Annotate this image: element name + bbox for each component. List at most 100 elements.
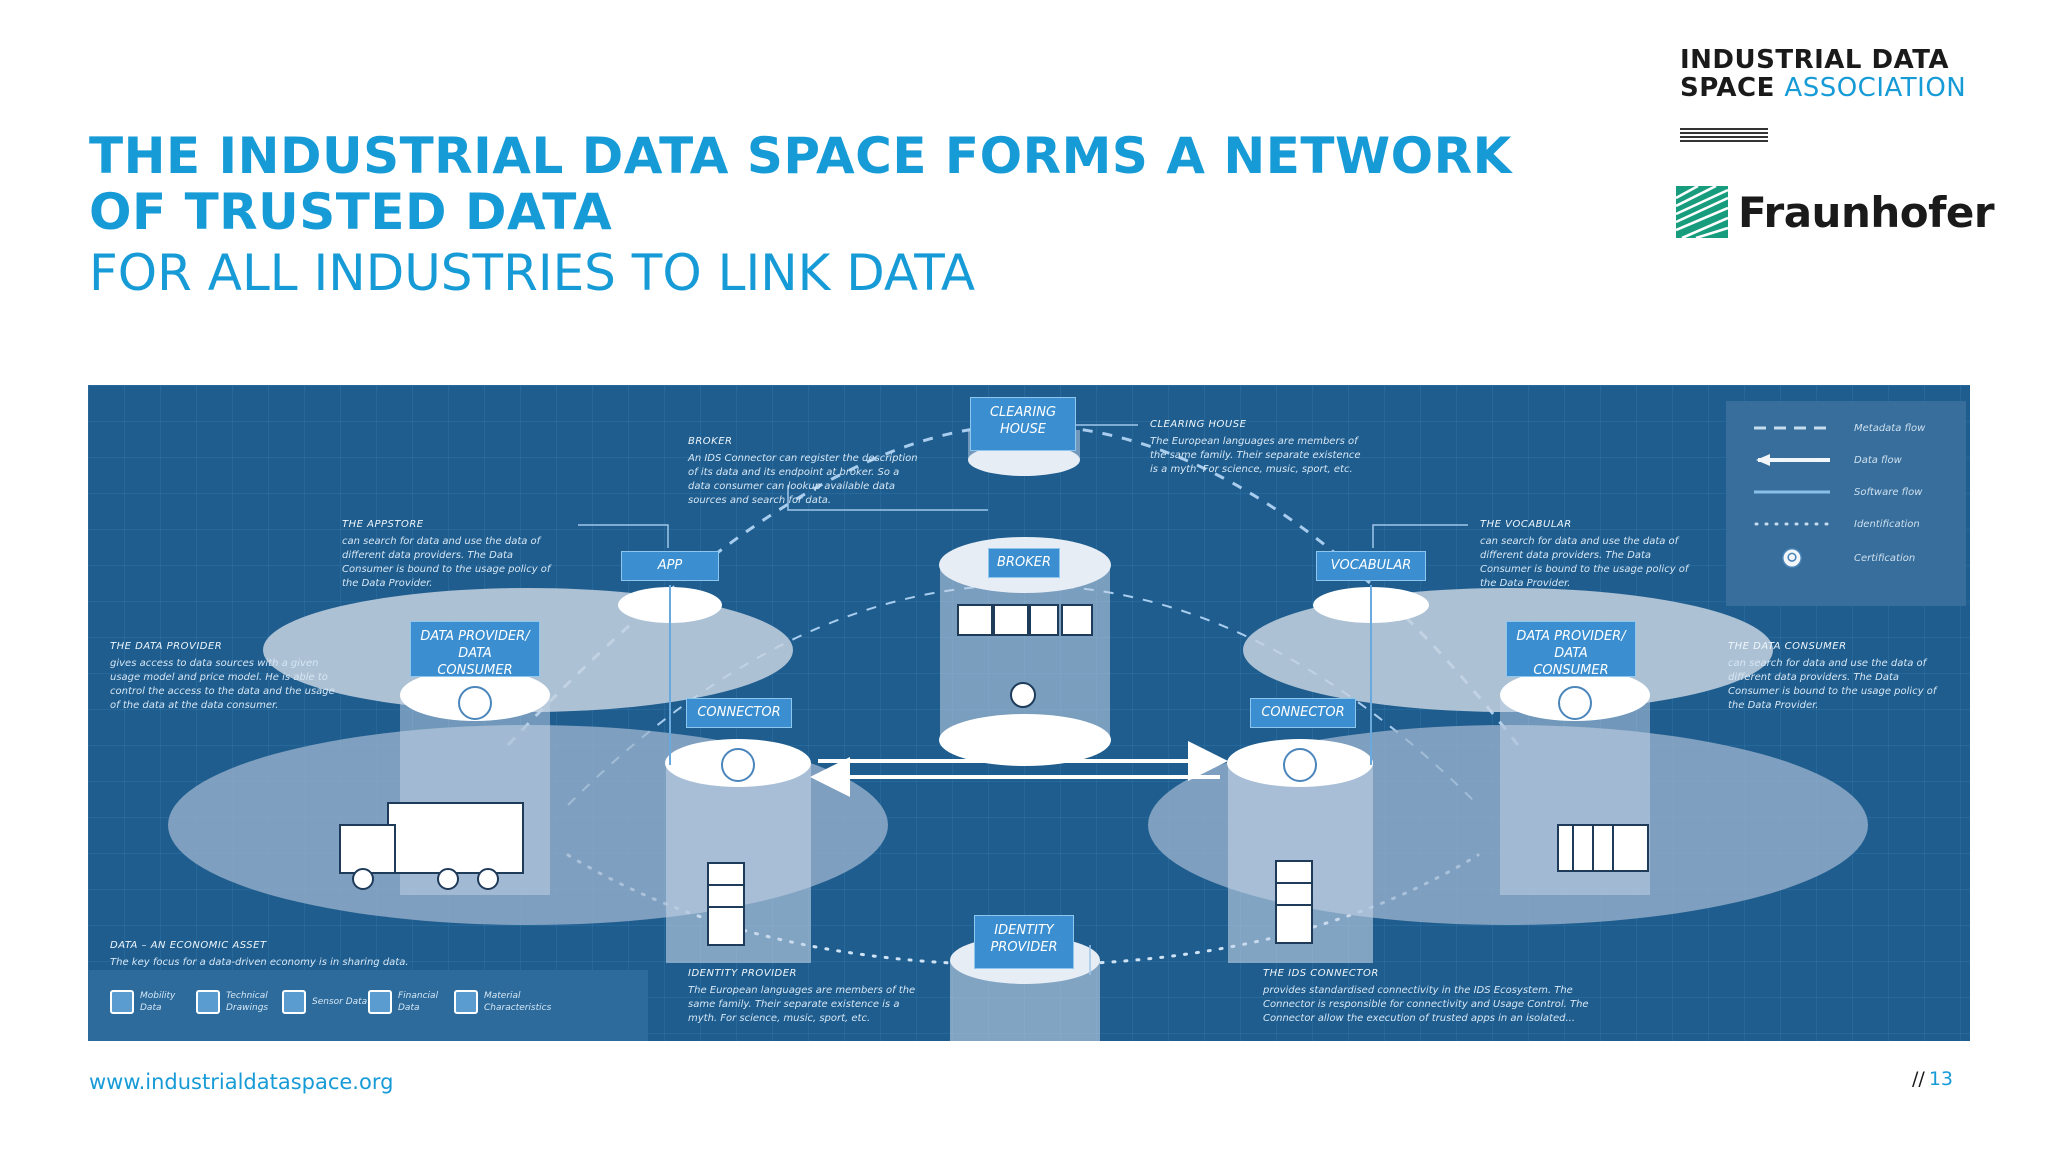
legend-data-flow-label: Data flow [1854,454,1902,466]
provider-consumer-left-label: DATA PROVIDER/ DATA CONSUMER [410,621,540,678]
vocabular-note-head: THE VOCABULAR [1480,519,1572,530]
provider-consumer-right-label: DATA PROVIDER/ DATA CONSUMER [1506,621,1636,678]
legend-identification-label: Identification [1854,518,1920,530]
data-type-sensor-label: Sensor Data [312,997,368,1007]
page-number: //13 [1912,1068,1953,1090]
data-type-financial-label: Financial Data [398,991,439,1013]
diagram-graphics [88,385,1970,1041]
data-type-technical-label: Technical Drawings [226,991,269,1013]
broker-note: BROKER An IDS Connector can register the… [688,435,923,508]
ida-logo-line-2: SPACE ASSOCIATION [1680,74,1966,102]
data-provider-note-body: gives access to data sources with a give… [110,658,335,711]
data-types-legend: Mobility Data Technical Drawings Sensor … [88,970,648,1041]
software-flow-icon [1754,490,1830,494]
legend-software-flow-label: Software flow [1854,486,1923,498]
data-type-material-label: Material Characteristics [484,991,552,1013]
data-type-financial: Financial Data [368,990,454,1014]
ida-logo-space: SPACE [1680,73,1775,103]
data-type-mobility: Mobility Data [110,990,196,1014]
page-separator: // [1912,1068,1925,1090]
broker-note-head: BROKER [688,436,733,447]
data-type-sensor: Sensor Data [282,990,368,1014]
certification-icon [458,686,1592,782]
legend-metadata-flow: Metadata flow [1752,415,1962,441]
legend-software-flow: Software flow [1752,479,1962,505]
vocabular-note-body: can search for data and use the data of … [1480,536,1689,589]
slide-subtitle: FOR ALL INDUSTRIES TO LINK DATA [89,244,976,302]
legend-certification-label: Certification [1854,552,1916,564]
clearing-house-label: CLEARING HOUSE [970,397,1076,451]
dashed-flow-left [506,423,1024,747]
slide-title: THE INDUSTRIAL DATA SPACE FORMS A NETWOR… [89,128,1649,304]
economic-asset-note: DATA – AN ECONOMIC ASSET The key focus f… [110,939,490,970]
clearing-house-note-body: The European languages are members of th… [1150,436,1361,475]
right-provider-cylinder-top [1500,669,1650,721]
title-line-2: OF TRUSTED DATA [89,183,613,241]
clearing-house-note: CLEARING HOUSE The European languages ar… [1150,418,1370,477]
right-connector-cylinder-top [1227,739,1373,787]
appstore-note-body: can search for data and use the data of … [342,536,551,589]
appstore-note: THE APPSTORE can search for data and use… [342,518,567,591]
ida-logo: INDUSTRIAL DATA SPACE ASSOCIATION [1680,46,1966,102]
data-type-mobility-label: Mobility Data [140,991,176,1013]
ids-connector-note-body: provides standardised connectivity in th… [1263,985,1589,1024]
vocabular-label: VOCABULAR [1316,551,1426,581]
footer-website-link[interactable]: www.industrialdataspace.org [89,1070,394,1094]
data-type-material: Material Characteristics [454,990,574,1014]
identification-flow-icon [1754,522,1832,526]
material-characteristics-icon [454,990,478,1014]
ids-connector-note: THE IDS CONNECTOR provides standardised … [1263,967,1593,1026]
identity-provider-note: IDENTITY PROVIDER The European languages… [688,967,923,1026]
flow-legend: Metadata flow Data flow Software flow Id… [1726,401,1966,606]
factory-illustration [1557,824,1649,872]
ids-connector-note-head: THE IDS CONNECTOR [1263,968,1379,979]
data-flow-icon [1756,454,1830,466]
truck-illustration [339,802,524,890]
fraunhofer-mark-icon [1676,186,1728,238]
identity-provider-note-body: The European languages are members of th… [688,985,916,1024]
identity-provider-label: IDENTITY PROVIDER [974,915,1074,969]
broker-note-body: An IDS Connector can register the descri… [688,453,918,506]
economic-asset-note-head: DATA – AN ECONOMIC ASSET [110,940,267,951]
sensor-data-icon [282,990,306,1014]
broker-cylinder [940,565,1110,740]
data-consumer-note: THE DATA CONSUMER can search for data an… [1728,640,1953,713]
server-rack-left-illustration [707,862,745,946]
app-label: APP [621,551,719,581]
ida-logo-association: ASSOCIATION [1784,73,1967,103]
technical-drawings-icon [196,990,220,1014]
data-provider-note: THE DATA PROVIDER gives access to data s… [110,640,335,713]
left-connector-cylinder-top [665,739,811,787]
clearing-house-disc [968,444,1080,476]
ida-logo-line-1: INDUSTRIAL DATA [1680,45,1950,75]
left-provider-cylinder-top [400,669,550,721]
clearing-house-note-head: CLEARING HOUSE [1150,419,1247,430]
broker-screens-illustration [957,604,1093,708]
broker-cylinder-base [939,714,1111,766]
ids-network-diagram: CLEARING HOUSE BROKER APP VOCABULAR DATA… [88,385,1970,1041]
connector-left-label: CONNECTOR [686,698,792,728]
fraunhofer-wordmark: Fraunhofer [1738,187,1995,237]
connector-right-label: CONNECTOR [1250,698,1356,728]
appstore-note-head: THE APPSTORE [342,519,424,530]
data-consumer-note-body: can search for data and use the data of … [1728,658,1937,711]
metadata-flow-icon [1754,426,1830,430]
data-consumer-note-head: THE DATA CONSUMER [1728,641,1847,652]
legend-data-flow: Data flow [1752,447,1962,473]
legend-metadata-flow-label: Metadata flow [1854,422,1926,434]
fraunhofer-logo: Fraunhofer [1676,186,1995,238]
identity-provider-note-head: IDENTITY PROVIDER [688,968,798,979]
legend-certification: Certification [1752,545,1962,571]
data-type-technical: Technical Drawings [196,990,282,1014]
server-rack-right-illustration [1275,860,1313,944]
mobility-data-icon [110,990,134,1014]
data-provider-note-head: THE DATA PROVIDER [110,641,223,652]
certification-legend-icon [1782,548,1802,568]
broker-label: BROKER [988,548,1060,578]
financial-data-icon [368,990,392,1014]
economic-asset-note-body: The key focus for a data-driven economy … [110,957,409,968]
ida-logo-rule [1680,128,1768,144]
title-line-1: THE INDUSTRIAL DATA SPACE FORMS A NETWOR… [89,127,1512,185]
vocabular-note: THE VOCABULAR can search for data and us… [1480,518,1705,591]
page-number-value: 13 [1928,1068,1953,1090]
